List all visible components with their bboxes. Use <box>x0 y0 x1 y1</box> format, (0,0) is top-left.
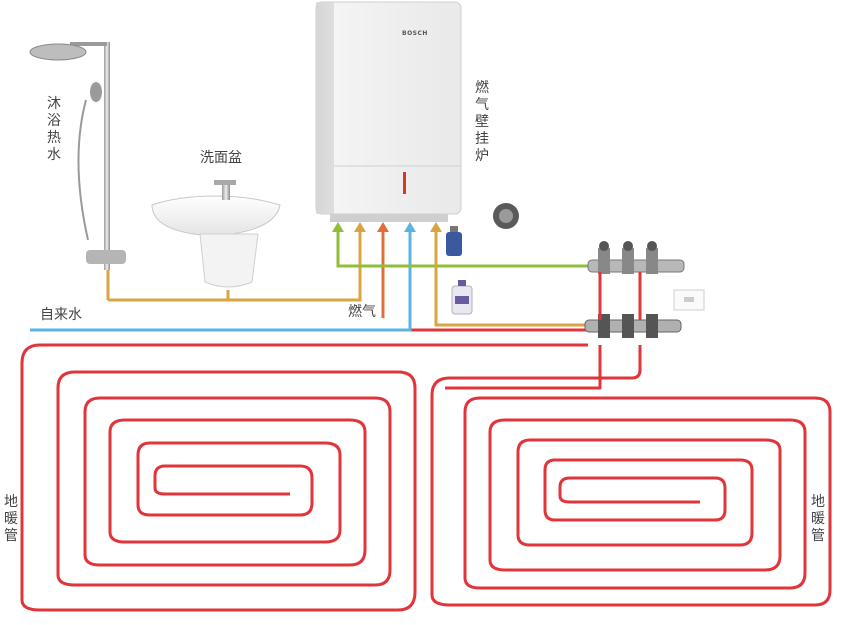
floor-heating-coil-right <box>430 345 832 607</box>
thermostat-icon <box>493 203 519 229</box>
tap-water-pipe <box>30 228 412 332</box>
floor-heating-right-label: 地暖管 <box>811 494 825 544</box>
hot-water-pipe <box>108 228 362 302</box>
flow-arrows <box>332 222 442 232</box>
manifold-bottom <box>584 314 682 338</box>
floor-heating-left-label: 地暖管 <box>4 494 18 544</box>
floor-heating-coil-left <box>20 328 600 612</box>
return-pipe <box>336 228 592 268</box>
heating-supply-pipe <box>434 228 592 327</box>
shower-hot-water-label: 沐浴热水 <box>47 96 61 163</box>
gas-boiler <box>315 1 462 222</box>
gas-label: 燃气 <box>348 304 376 320</box>
washbasin-fixture <box>151 180 281 288</box>
wall-controller-icon <box>673 289 705 311</box>
antifreeze-bottle-icon <box>451 280 473 315</box>
manifold-top <box>587 241 685 274</box>
gas-boiler-label: 燃气壁挂炉 <box>475 80 489 164</box>
filter-bottle-icon <box>446 226 462 256</box>
washbasin-label: 洗面盆 <box>200 150 242 166</box>
boiler-brand-logo: BOSCH <box>402 30 428 37</box>
tap-water-label: 自来水 <box>40 307 82 323</box>
shower-fixture <box>29 42 126 270</box>
